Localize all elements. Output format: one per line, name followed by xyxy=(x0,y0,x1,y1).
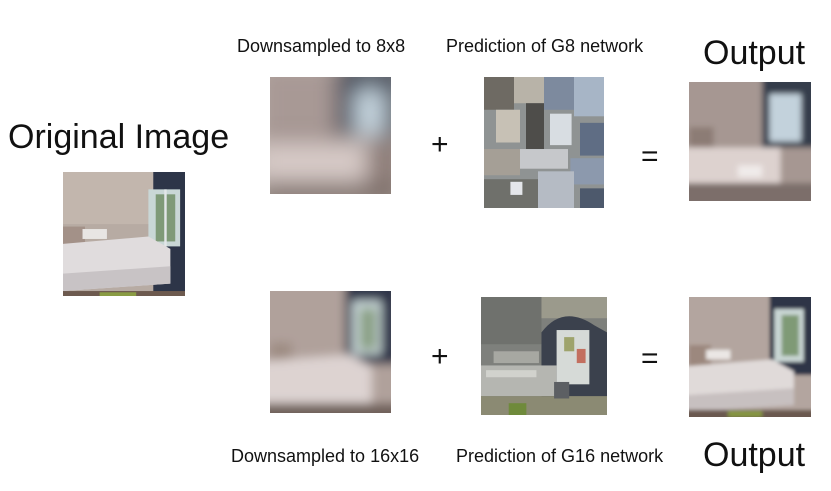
row1-output-image xyxy=(689,82,811,201)
row1-prediction-label: Prediction of G8 network xyxy=(446,36,644,56)
row1-plus-sign: + xyxy=(431,128,449,161)
row2-plus-sign: + xyxy=(431,340,449,373)
row2-downsampled-label: Downsampled to 16x16 xyxy=(231,446,420,466)
row2-prediction-label: Prediction of G16 network xyxy=(456,446,664,466)
original-bedroom-image xyxy=(63,172,185,296)
original-image-title: Original Image xyxy=(8,118,230,156)
row1-downsampled-label: Downsampled to 8x8 xyxy=(237,36,406,56)
row1-downsampled-8x8-image xyxy=(270,77,391,194)
row2-downsampled-16x16-image xyxy=(270,291,391,413)
row2-output-label: Output xyxy=(703,436,806,474)
row2-output-image xyxy=(689,297,811,417)
row1-prediction-g8-image xyxy=(484,77,604,208)
row1-output-label: Output xyxy=(703,34,806,72)
row2-prediction-g16-image xyxy=(481,297,607,415)
row1-equals-sign: = xyxy=(641,140,659,173)
row2-equals-sign: = xyxy=(641,342,659,375)
